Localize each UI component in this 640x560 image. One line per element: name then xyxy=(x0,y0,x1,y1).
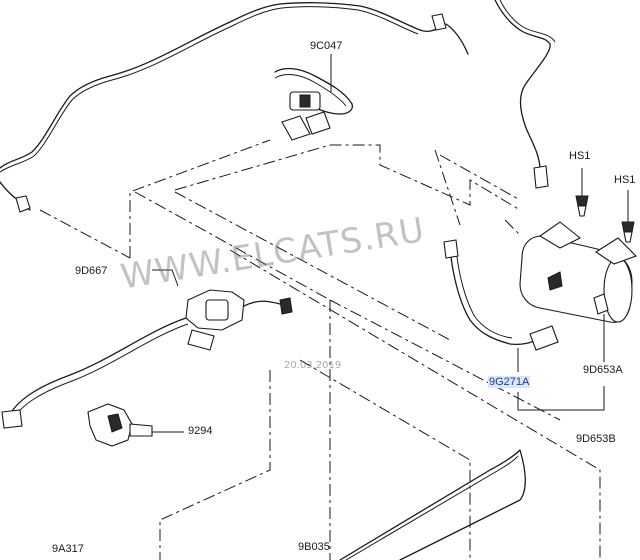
purge-line-left xyxy=(9,317,187,415)
part-9294-inner xyxy=(107,413,123,433)
hs1-screw-b-head xyxy=(621,221,635,233)
ref-line-6 xyxy=(434,149,461,226)
part-label-hs1-b[interactable]: HS1 xyxy=(614,174,636,186)
ref-line-4 xyxy=(134,191,331,301)
leader-9d667 xyxy=(152,269,179,287)
purge-line-left-end xyxy=(1,409,23,429)
canister-bracket-right xyxy=(594,237,637,265)
top-connector xyxy=(431,13,447,31)
hs1-screw-a-head xyxy=(575,195,589,207)
solenoid-9d667-bracket xyxy=(187,329,215,351)
fuel-line-9b035-inner xyxy=(345,455,519,560)
ref-line-7 xyxy=(504,219,521,236)
hose-9g271a-fitting xyxy=(529,325,559,351)
part-label-9a317[interactable]: 9A317 xyxy=(52,543,84,555)
part-label-9d653b[interactable]: 9D653B xyxy=(576,433,616,445)
hs1-screw-a-tip xyxy=(577,205,587,217)
hose-right xyxy=(494,0,551,171)
valve-9c047-clip xyxy=(299,94,311,108)
part-label-9b035[interactable]: 9B035 xyxy=(298,541,330,553)
valve-9c047-fitting xyxy=(281,115,311,141)
hose-right-connector xyxy=(533,165,549,189)
solenoid-9d667-connector xyxy=(279,297,293,315)
purge-line-left-inner xyxy=(11,323,189,421)
canister-end xyxy=(603,257,633,323)
canister-stub xyxy=(593,293,609,315)
hose-9g271a xyxy=(449,247,553,346)
ref-dash-1 xyxy=(229,249,601,560)
ref-dash-4 xyxy=(329,299,561,421)
hose-right-inner xyxy=(499,0,556,43)
hose-9g271a-inner xyxy=(455,247,513,339)
ref-line-8 xyxy=(439,154,521,201)
ref-line-2 xyxy=(129,139,271,258)
line-to-right xyxy=(445,23,469,55)
part-label-9d653a[interactable]: 9D653A xyxy=(583,364,623,376)
watermark-date: 20.03.2019 xyxy=(284,360,342,371)
hose-9g271a-end xyxy=(443,239,459,259)
ref-line-1 xyxy=(39,209,131,259)
part-label-9c047[interactable]: 9C047 xyxy=(310,40,343,52)
canister-mark xyxy=(547,271,563,291)
leader-9d653b xyxy=(517,386,605,411)
ref-line-5 xyxy=(174,191,451,341)
valve-9c047-tube-inner xyxy=(274,74,347,107)
ref-dash-3 xyxy=(159,370,271,560)
valve-9c047-fitting2 xyxy=(305,111,331,135)
valve-9c047-tube xyxy=(274,67,354,115)
part-label-9g271a[interactable]: 9G271A xyxy=(488,376,531,388)
solenoid-9d667-coil xyxy=(205,299,229,321)
vapor-line-top-inner xyxy=(0,6,419,173)
solenoid-9d667-wire xyxy=(243,300,281,307)
vapor-line-left-connector xyxy=(15,195,31,213)
fuel-line-9b035 xyxy=(339,449,526,560)
part-label-hs1-a[interactable]: HS1 xyxy=(569,150,591,162)
ref-dash-5 xyxy=(299,359,471,560)
part-label-9294[interactable]: 9294 xyxy=(188,425,213,437)
ref-line-3 xyxy=(174,144,521,211)
part-label-9d667[interactable]: 9D667 xyxy=(75,265,108,277)
hs1-screw-b-tip xyxy=(623,231,633,243)
part-9294-tab xyxy=(129,423,153,437)
canister-bracket-left xyxy=(538,221,582,249)
vapor-line-top xyxy=(0,2,446,169)
